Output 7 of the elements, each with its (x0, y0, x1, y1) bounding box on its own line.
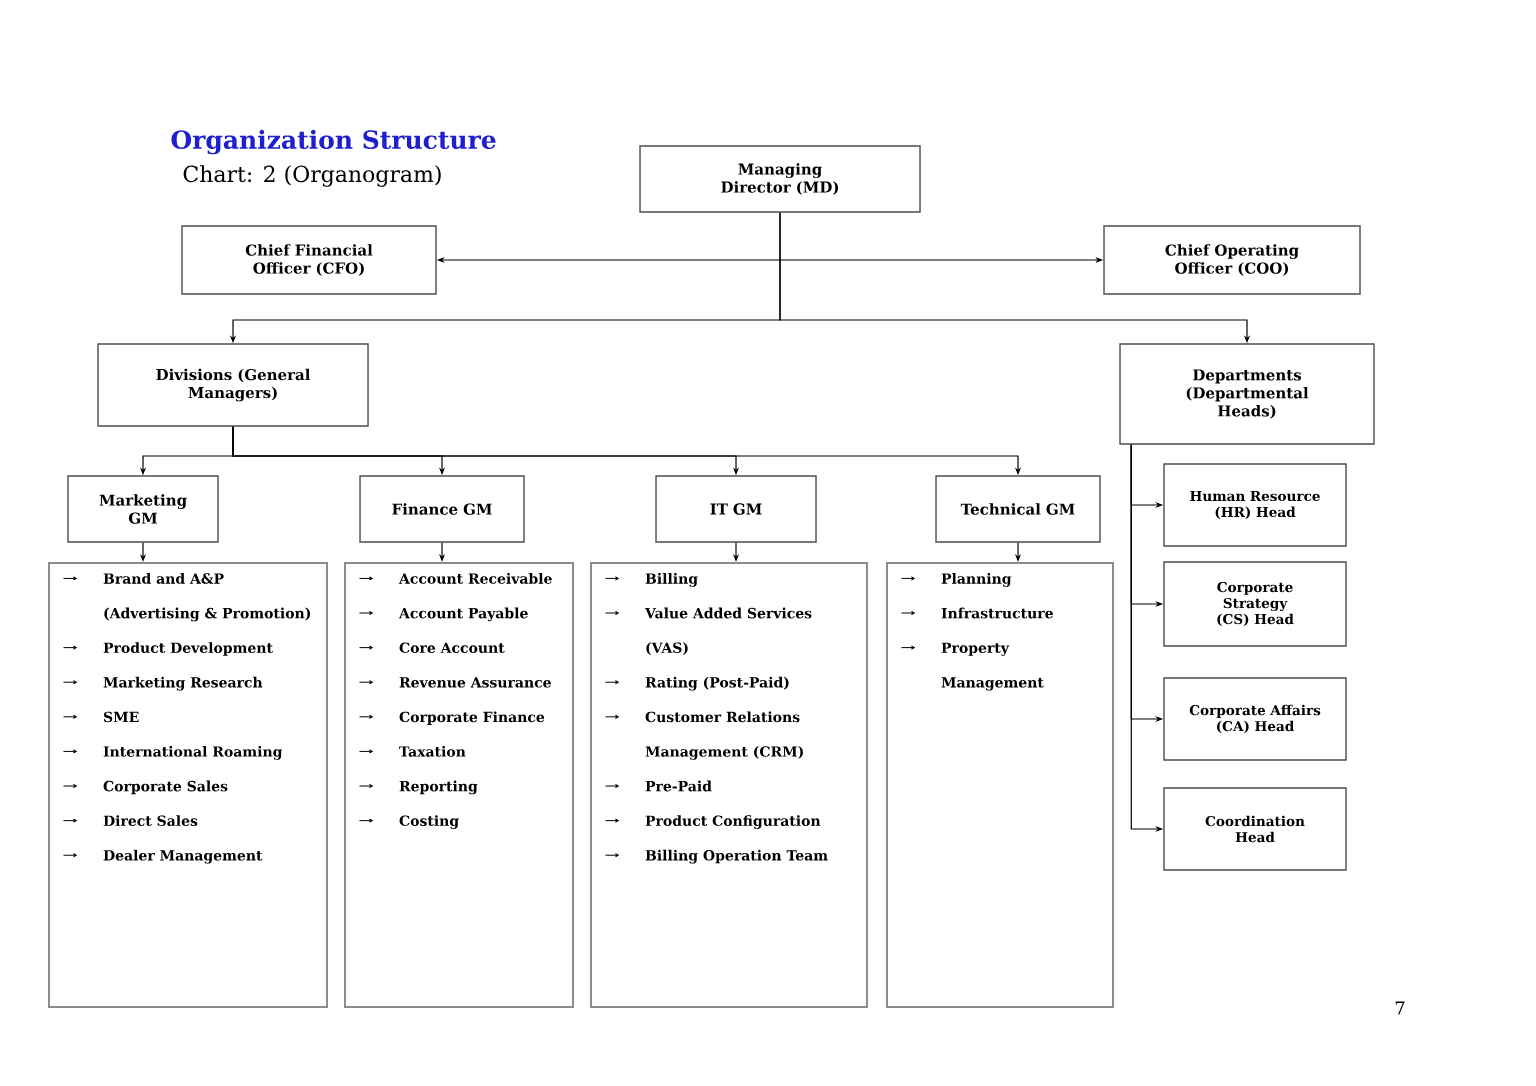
list-box (344, 562, 574, 1008)
title: Organization Structure (171, 129, 496, 155)
list-box (590, 562, 868, 1008)
list-box (48, 562, 328, 1008)
chart-subtitle: Chart: 2 (Organogram) (183, 165, 441, 187)
page-number: 7 (1395, 1001, 1405, 1015)
list-box (886, 562, 1114, 1008)
